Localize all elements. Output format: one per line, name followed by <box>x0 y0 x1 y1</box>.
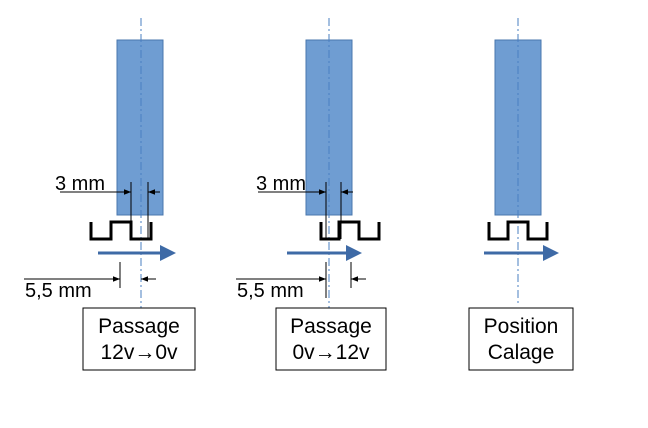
dim-label-5-5mm: 5,5 mm <box>25 280 92 302</box>
toothed-wheel-profile-icon <box>487 220 549 241</box>
sensor-body <box>116 39 164 216</box>
panel-passage-12v-0v: 3 mm 5,5 mm Passage 12v→0v <box>24 18 196 371</box>
label-box-line2: 12v→0v <box>100 341 178 364</box>
dim-label-3mm: 3 mm <box>256 173 306 195</box>
toothed-wheel-profile-icon <box>319 220 381 241</box>
dim-label-3mm: 3 mm <box>55 173 105 195</box>
label-box-line2: 0v→12v <box>292 341 370 364</box>
label-box-line1: Position <box>484 315 559 338</box>
toothed-wheel-profile-icon <box>89 220 153 241</box>
label-box <box>275 307 387 371</box>
panel-position-calage: Position Calage <box>468 18 574 371</box>
label-box-line1: Passage <box>98 315 180 338</box>
panel-passage-0v-12v: 3 mm 5,5 mm Passage 0v→12v <box>236 18 387 371</box>
label-box-line2: Calage <box>488 341 555 364</box>
right-arrow-head <box>346 245 362 261</box>
dim-label-5-5mm: 5,5 mm <box>237 280 304 302</box>
right-arrow-head <box>160 245 176 261</box>
label-box <box>82 307 196 371</box>
label-box-line1: Passage <box>290 315 372 338</box>
label-box <box>468 307 574 371</box>
right-arrow-head <box>543 245 559 261</box>
